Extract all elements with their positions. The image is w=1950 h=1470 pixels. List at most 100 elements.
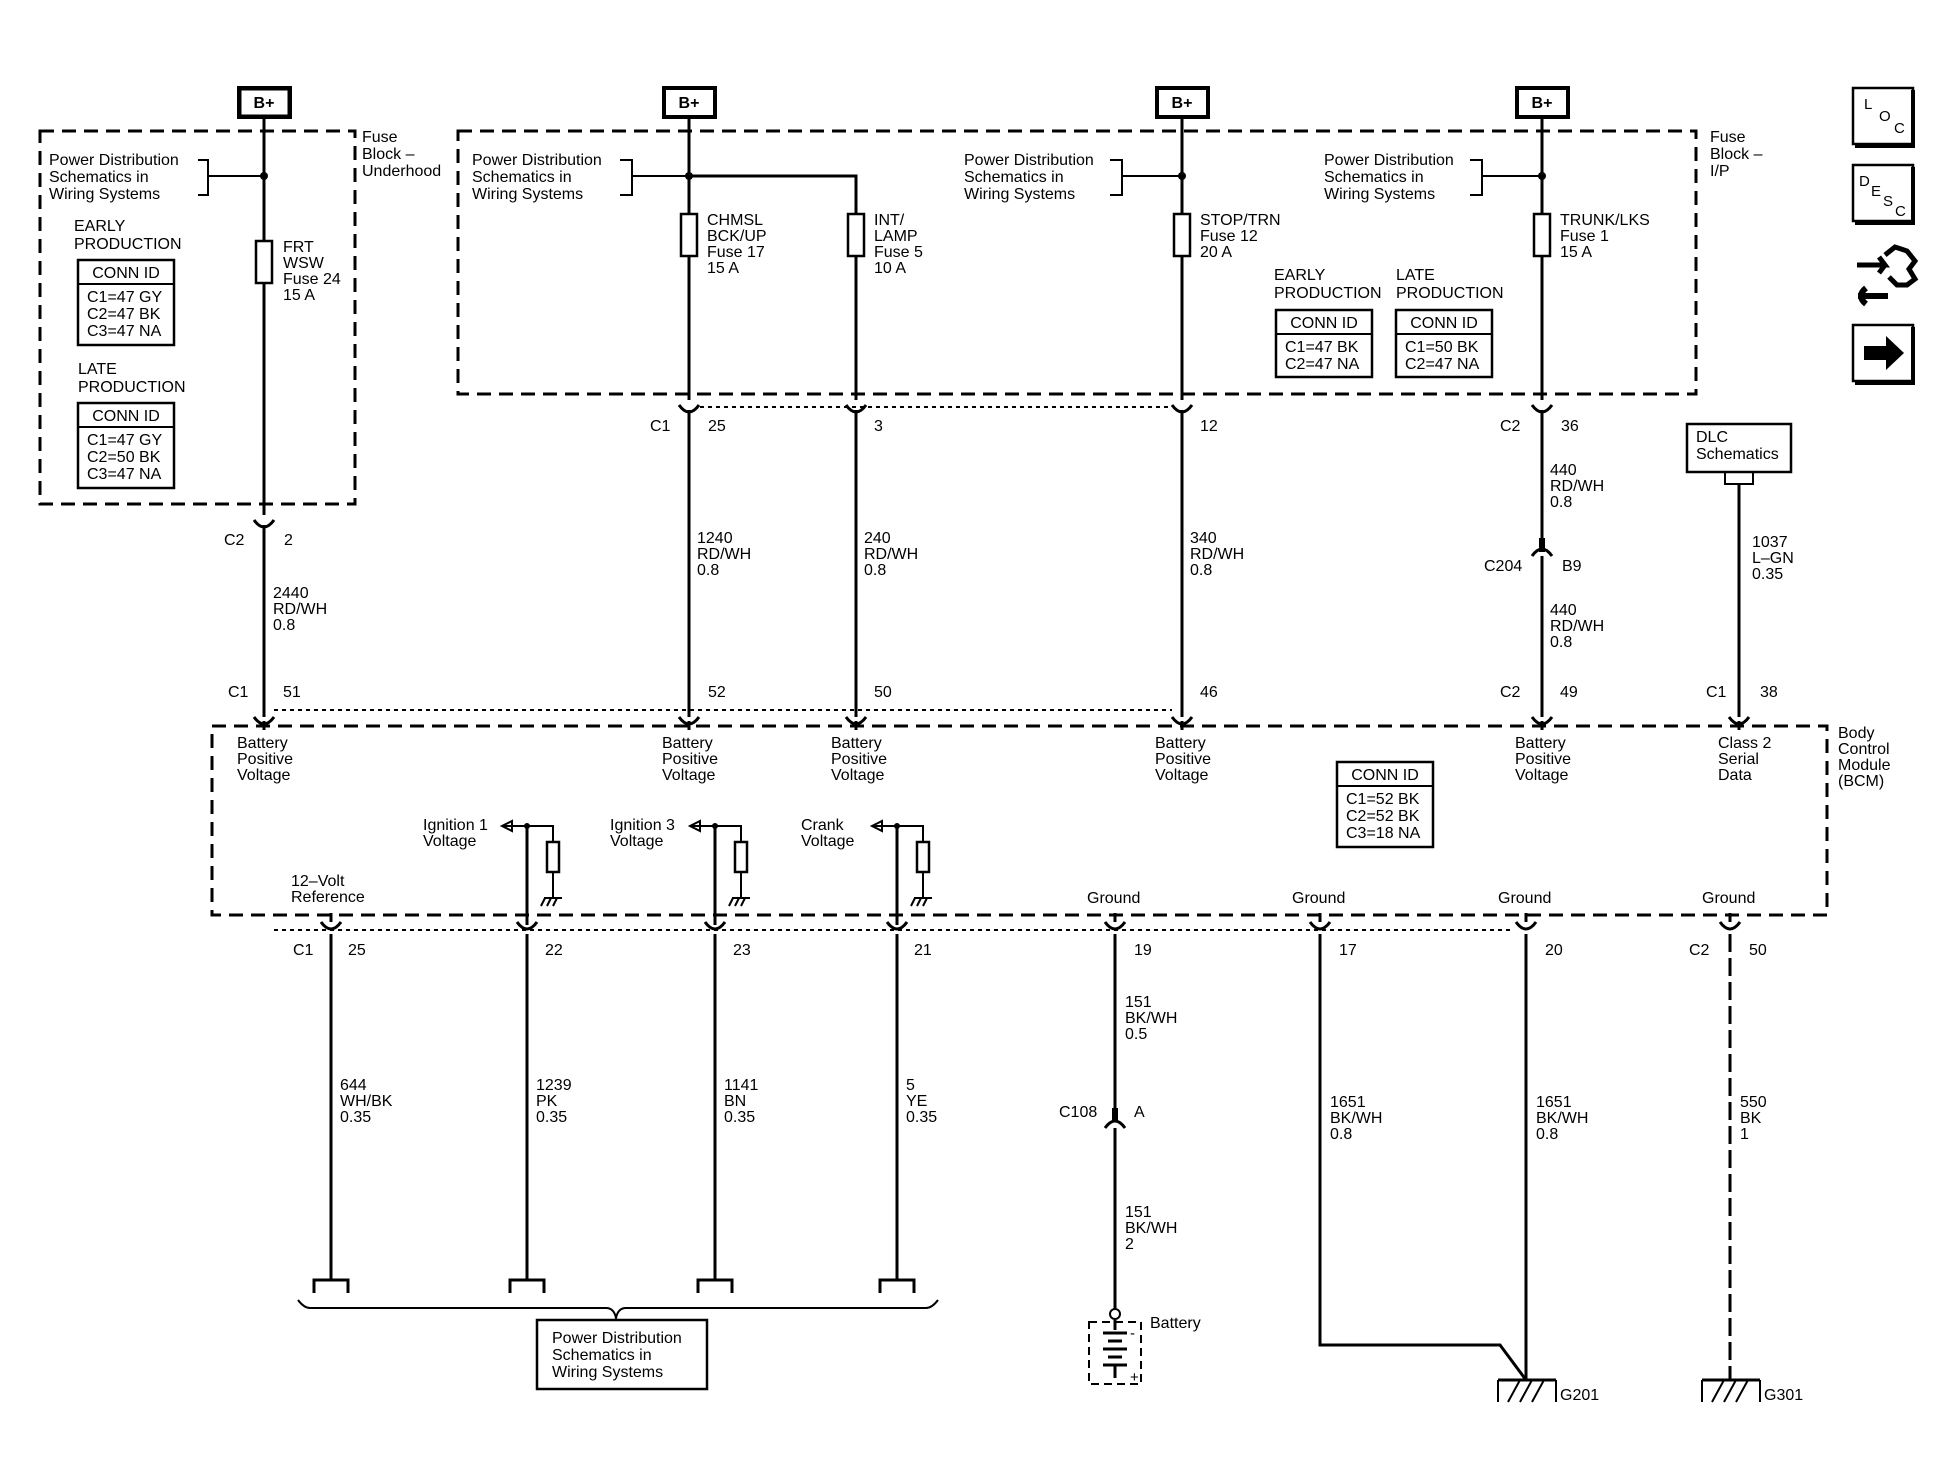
stop-wire-upper [1170,119,1194,717]
ground-label-3: Ground [1498,890,1551,907]
ground-label-1: Ground [1087,890,1140,907]
pin-25-upper-label: 25 [708,418,726,435]
desc-icon[interactable]: D E S C [1851,163,1915,225]
svg-text:B+: B+ [1172,95,1193,112]
svg-text:C1=50 BK: C1=50 BK [1405,339,1479,356]
ground-g201-icon [1497,1378,1557,1403]
ignition1-input-circuit [499,819,562,925]
svg-text:C3=47 NA: C3=47 NA [87,323,162,340]
fuse-block-underhood [38,129,357,506]
bcm-pin-c1-top: C1 [228,684,249,701]
bcm-pin-20: 20 [1545,942,1563,959]
svg-text:E: E [1871,183,1881,200]
ground-label-2: Ground [1292,890,1345,907]
svg-text:CONN ID: CONN ID [92,265,160,282]
connector-c108-label: C108 [1059,1104,1097,1121]
svg-text:C: C [1895,203,1906,220]
svg-text:C1=47 BK: C1=47 BK [1285,339,1359,356]
battery-icon: - + [1088,1320,1142,1386]
svg-text:CONN ID: CONN ID [1290,315,1358,332]
arrow-right-icon[interactable] [1851,323,1915,385]
svg-text:C1=52 BK: C1=52 BK [1346,791,1420,808]
pin-c2-upper-label: C2 [1500,418,1521,435]
svg-text:S: S [1883,193,1893,210]
svg-text:L: L [1864,96,1872,113]
svg-text:-: - [1130,1325,1135,1342]
svg-text:C2=47 BK: C2=47 BK [87,306,161,323]
trunk-wire-upper [1530,119,1554,717]
svg-text:CONN ID: CONN ID [92,408,160,425]
bplus-stop: B+ [1155,86,1210,119]
bcm-conn-table: CONN ID C1=52 BK C2=52 BK C3=18 NA [1335,760,1435,849]
bcm-pin-22: 22 [545,942,563,959]
ground-g301-label: G301 [1764,1387,1803,1404]
svg-text:C3=47 NA: C3=47 NA [87,466,162,483]
ground-g301-icon [1701,1378,1761,1403]
lower-wires [329,934,1732,1381]
bcm-pin-c2-bottom: C2 [1689,942,1710,959]
svg-text:C1=47 GY: C1=47 GY [87,289,162,306]
connector-c204-label: C204 [1484,558,1522,575]
crank-input-circuit [869,819,932,925]
svg-text:+: + [1130,1369,1139,1386]
bcm-pin-50-top: 50 [874,684,892,701]
splice-terminals [297,1278,939,1325]
frt-wire-upper [252,119,276,717]
bcm-pin-25-bottom: 25 [348,942,366,959]
svg-text:D: D [1859,173,1870,190]
ground-g201-label: G201 [1560,1387,1599,1404]
bplus-frt: B+ [237,86,292,119]
connector-a-label: A [1134,1104,1145,1121]
loc-icon[interactable]: L O C [1851,86,1915,148]
svg-text:C: C [1894,120,1905,137]
wrench-icon[interactable] [1857,244,1919,307]
bcm-pin-49: 49 [1560,684,1578,701]
bcm-pin-19: 19 [1134,942,1152,959]
bcm-pin-c1-bottom: C1 [293,942,314,959]
fuse-block-underhood-label: Fuse Block – Underhood [362,129,441,180]
pin-36-upper-label: 36 [1561,418,1579,435]
svg-text:C2=52 BK: C2=52 BK [1346,808,1420,825]
underhood-early-conn-table: CONN ID C1=47 GY C2=47 BK C3=47 NA [76,258,176,347]
bcm-pin-51: 51 [283,684,301,701]
underhood-late-conn-table: CONN ID C1=47 GY C2=50 BK C3=47 NA [76,401,176,490]
connector-b9-label: B9 [1562,558,1582,575]
bcm-bottom-connectors [274,913,1742,931]
bcm-pin-50-bottom: 50 [1749,942,1767,959]
pin-12-upper-label: 12 [1200,418,1218,435]
pin-c2-label: C2 [224,532,245,549]
int-wire-upper [689,174,868,717]
ignition3-input-circuit [687,819,750,925]
ip-late-conn-table: CONN ID C1=50 BK C2=47 NA [1394,308,1494,379]
bcm-pin-17: 17 [1339,942,1357,959]
